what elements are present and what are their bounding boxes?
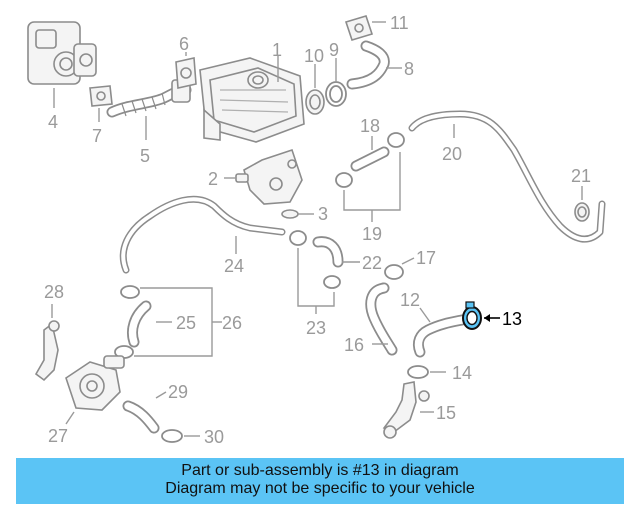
part-5-egr-pipe — [106, 79, 192, 118]
callout-14: 14 — [452, 363, 472, 383]
part-21-o-ring — [574, 202, 590, 222]
parts-diagram: 4 7 5 6 1 10 9 — [27, 13, 606, 447]
callout-7: 7 — [92, 126, 102, 146]
part-14-clamp — [407, 365, 429, 379]
callout-22: 22 — [362, 253, 382, 273]
part-10-o-ring — [305, 89, 325, 115]
part-2-bracket — [235, 148, 303, 205]
banner-line-1: Part or sub-assembly is #13 in diagram — [181, 462, 459, 479]
part-4-egr-valve — [27, 21, 97, 85]
part-11-gasket — [344, 15, 374, 41]
part-7-gasket — [89, 85, 113, 107]
part-30-clamp — [161, 429, 183, 443]
part-20-pipe — [408, 110, 606, 243]
part-18-hose — [350, 146, 390, 172]
callout-13: 13 — [502, 309, 522, 329]
callout-25: 25 — [176, 313, 196, 333]
part-23-clamps — [289, 230, 341, 289]
callout-26: 26 — [222, 313, 242, 333]
part-27-water-pump — [65, 355, 125, 411]
callout-11: 11 — [390, 13, 409, 33]
callout-15: 15 — [436, 403, 456, 423]
part-19-clamps — [335, 132, 405, 188]
part-28-bracket — [34, 320, 60, 382]
callout-3: 3 — [318, 204, 328, 224]
callout-8: 8 — [404, 59, 414, 79]
callout-27: 27 — [48, 426, 68, 446]
callout-17: 17 — [416, 248, 436, 268]
info-banner: Part or sub-assembly is #13 in diagram D… — [16, 458, 624, 504]
part-25-hose — [127, 300, 152, 348]
part-8-hose — [346, 40, 390, 90]
callout-9: 9 — [329, 40, 339, 60]
part-9-clamp — [325, 81, 347, 107]
callout-23: 23 — [306, 318, 326, 338]
callout-29: 29 — [168, 382, 188, 402]
part-15-flange — [382, 381, 430, 439]
callout-1: 1 — [272, 40, 282, 60]
callout-12: 12 — [400, 290, 420, 310]
callout-16: 16 — [344, 335, 364, 355]
callout-6: 6 — [179, 34, 189, 54]
callout-24: 24 — [224, 256, 244, 276]
callout-30: 30 — [204, 427, 224, 447]
callout-21: 21 — [571, 166, 591, 186]
callout-20: 20 — [442, 144, 462, 164]
part-17-clamp — [384, 264, 404, 280]
part-1-egr-cooler — [199, 57, 305, 143]
callout-5: 5 — [140, 146, 150, 166]
part-12-hose — [412, 314, 468, 358]
part-3-o-ring — [281, 209, 299, 219]
part-22-hose — [312, 236, 344, 268]
banner-line-2: Diagram may not be specific to your vehi… — [165, 480, 475, 497]
part-6-gasket — [175, 57, 197, 89]
part-16-hose — [365, 282, 398, 356]
part-29-hose — [122, 400, 160, 434]
callout-28: 28 — [44, 282, 64, 302]
callout-19: 19 — [362, 224, 382, 244]
callout-18: 18 — [360, 116, 380, 136]
part-13-clamp-highlighted[interactable] — [462, 301, 482, 330]
callout-2: 2 — [208, 169, 218, 189]
callout-10: 10 — [304, 46, 324, 66]
callout-4: 4 — [48, 112, 58, 132]
part-24-pipe — [119, 195, 286, 274]
